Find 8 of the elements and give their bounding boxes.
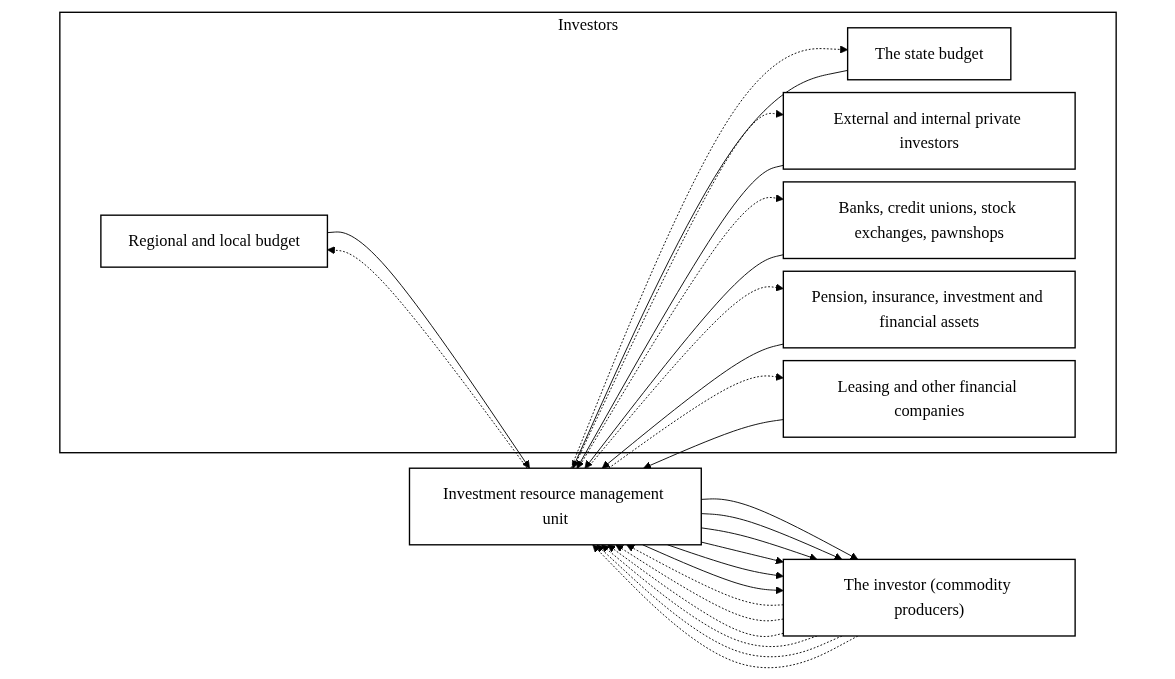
node-box: External and internal private investors — [782, 91, 1076, 170]
node-box: Pension, insurance, investment and financial assets — [782, 270, 1076, 349]
node-box: Banks, credit unions, stock exchanges, pawnshops — [782, 180, 1076, 259]
node-box: Investment resource management unit — [408, 467, 702, 545]
node-box: The investor (commodity producers) — [782, 558, 1076, 637]
node-box: The state budget — [846, 26, 1011, 80]
node-box: Leasing and other financial companies — [782, 359, 1076, 438]
node-box: Regional and local budget — [99, 214, 328, 268]
